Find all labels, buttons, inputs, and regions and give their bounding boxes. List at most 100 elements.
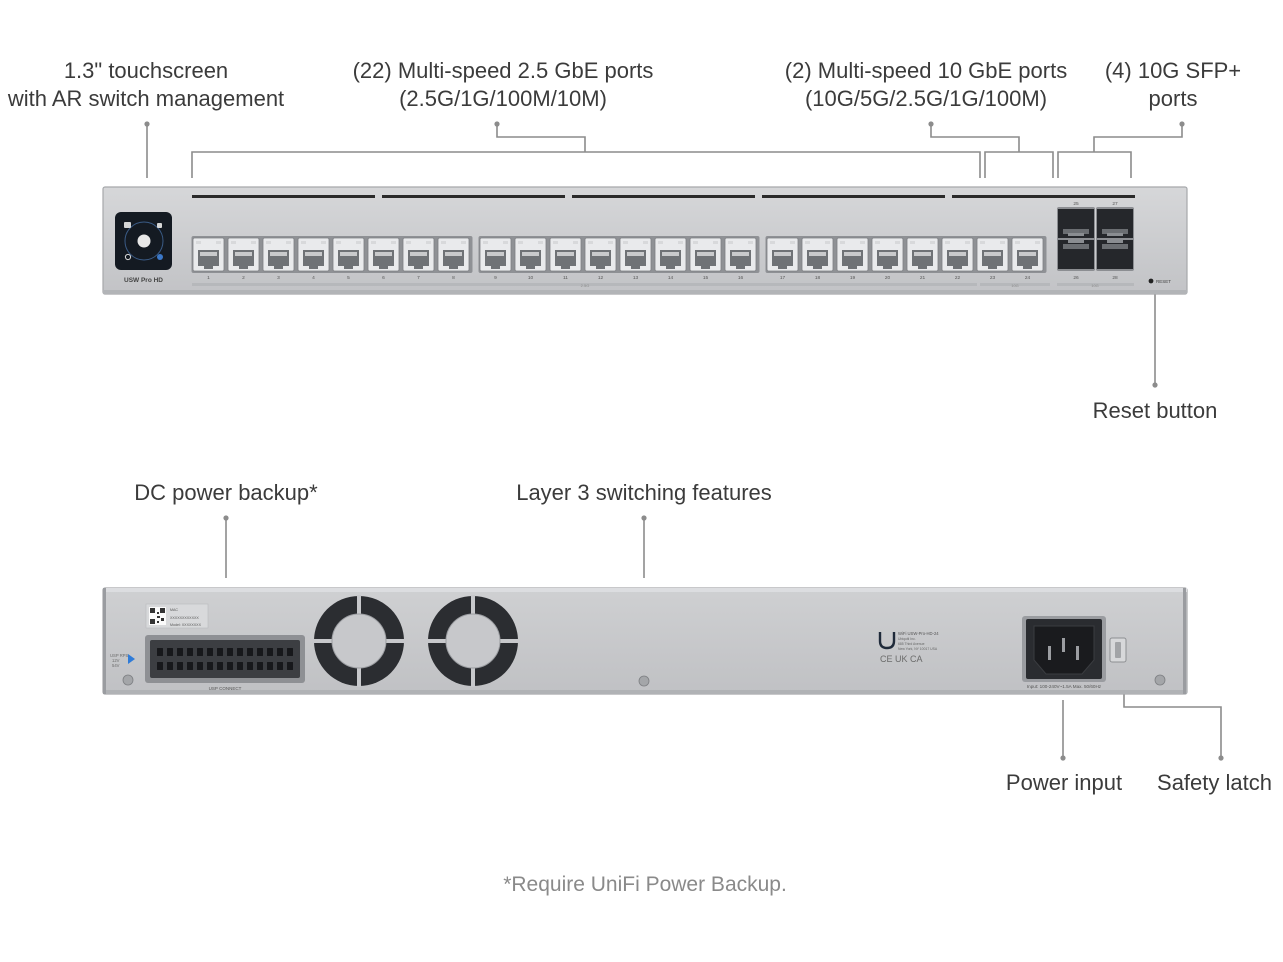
port-number-label: 7 [417,275,420,281]
port-number-label: 20 [885,275,891,281]
callout-2-5gbe-line2: (2.5G/1G/100M/10M) [399,86,607,111]
dc-label-rps: USP RPS [110,653,129,658]
port-number-label: 6 [382,275,385,281]
usp-pin [187,648,193,656]
port-number-label: 24 [1025,275,1031,281]
usp-pin [257,662,263,670]
rj45-port-13[interactable] [619,237,652,272]
usp-pin [167,662,173,670]
port-number-label: 3 [277,275,280,281]
callout-2-5gbe-ports: (22) Multi-speed 2.5 GbE ports (2.5G/1G/… [336,57,670,113]
reset-label: RESET [1156,279,1171,284]
rj45-port-18[interactable] [801,237,834,272]
model-label: USW Pro HD [124,277,163,284]
rj45-bank-frame [765,236,1047,273]
touchscreen-display[interactable] [115,212,172,270]
rj45-port-10[interactable] [514,237,547,272]
callout-layer3: Layer 3 switching features [516,480,772,505]
rear-callout-lines [225,518,1222,757]
callout-10gbe-ports: (2) Multi-speed 10 GbE ports (10G/5G/2.5… [770,57,1082,113]
usp-pin [267,648,273,656]
safety-latch[interactable] [1109,637,1127,663]
usp-pin [277,648,283,656]
usp-pin [157,648,163,656]
rj45-port-12[interactable] [584,237,617,272]
rj45-port-7[interactable] [402,237,435,272]
usp-pin [237,662,243,670]
lock-icon [157,223,162,228]
rj45-port-6[interactable] [367,237,400,272]
rj45-port-19[interactable] [836,237,869,272]
power-inlet[interactable] [1022,616,1106,682]
port-number-label: 23 [990,275,996,281]
qr-code-icon [149,607,166,625]
home-icon [124,222,131,228]
screw-center [638,675,650,687]
sfp-port-25[interactable] [1058,209,1094,238]
port-number-label: 14 [668,275,674,281]
rj45-port-16[interactable] [724,237,757,272]
rj45-port-15[interactable] [689,237,722,272]
reg-line-4: New York, NY 10017 USA [898,647,938,651]
cert-marks: CE UK CA [880,654,923,664]
rj45-port-21[interactable] [906,237,939,272]
port-number-label: 9 [494,275,497,281]
usp-pin [177,662,183,670]
usp-pin [287,648,293,656]
ubiquiti-logo-icon [878,632,896,650]
rj45-port-8[interactable] [437,237,470,272]
rj45-port-23[interactable] [976,237,1009,272]
callout-reset-button: Reset button [1092,398,1218,423]
rj45-port-3[interactable] [262,237,295,272]
sfp-port-28[interactable] [1097,240,1133,269]
rj45-bank-frame [191,236,473,273]
usp-pin [277,662,283,670]
rj45-port-9[interactable] [479,237,512,272]
product-label-line1: MAC [170,608,178,612]
product-label: MAC XXXXXXXXXXXX Model: XXXXXXXX [145,603,209,629]
rj45-port-5[interactable] [332,237,365,272]
rj45-port-24[interactable] [1011,237,1044,272]
rj45-port-4[interactable] [297,237,330,272]
usp-pin [197,662,203,670]
port-number-label: 26 [1073,275,1079,281]
callout-2-5gbe-line1: (22) Multi-speed 2.5 GbE ports [352,58,654,83]
reg-line-2: Ubiquiti Inc. [898,637,916,641]
callout-power-input: Power input [1005,770,1123,795]
power-spec-label: Input: 100-240V~1.5A Max. 50/60Hz [1027,684,1102,689]
product-label-line3: Model: XXXXXXXX [170,623,202,627]
rj45-port-22[interactable] [941,237,974,272]
port-number-label: 10 [528,275,534,281]
rj45-port-20[interactable] [871,237,904,272]
reset-button[interactable] [1148,278,1154,284]
rj45-port-11[interactable] [549,237,582,272]
rear-callout-dots [223,515,1224,761]
callout-touchscreen-line2: with AR switch management [7,86,285,111]
callout-dc-power-backup: DC power backup* [134,480,318,505]
screw-left [122,674,134,686]
rj45-port-1[interactable] [192,237,225,272]
dc-label-54v: 54V [112,663,120,668]
screw-right [1154,674,1166,686]
port-number-label: 17 [780,275,786,281]
usp-pin [237,648,243,656]
sfp-port-26[interactable] [1058,240,1094,269]
port-number-label: 2 [242,275,245,281]
callout-touchscreen: 1.3" touchscreen with AR switch manageme… [0,57,292,113]
callout-sfp-line1: (4) 10G SFP+ [1104,58,1242,83]
fan-group [313,595,519,687]
rj45-port-17[interactable] [766,237,799,272]
port-number-label: 21 [920,275,926,281]
rj45-port-2[interactable] [227,237,260,272]
usp-pin [177,648,183,656]
rj45-port-14[interactable] [654,237,687,272]
usp-connector-pins [157,648,293,670]
dc-side-labels: USP RPS 12V 54V [110,653,129,668]
product-label-line2: XXXXXXXXXXXX [170,616,199,620]
port-number-label: 25 [1073,201,1079,207]
sfp-port-27[interactable] [1097,209,1133,238]
usp-connector[interactable] [145,635,305,683]
led-indicator-icon [128,654,135,664]
